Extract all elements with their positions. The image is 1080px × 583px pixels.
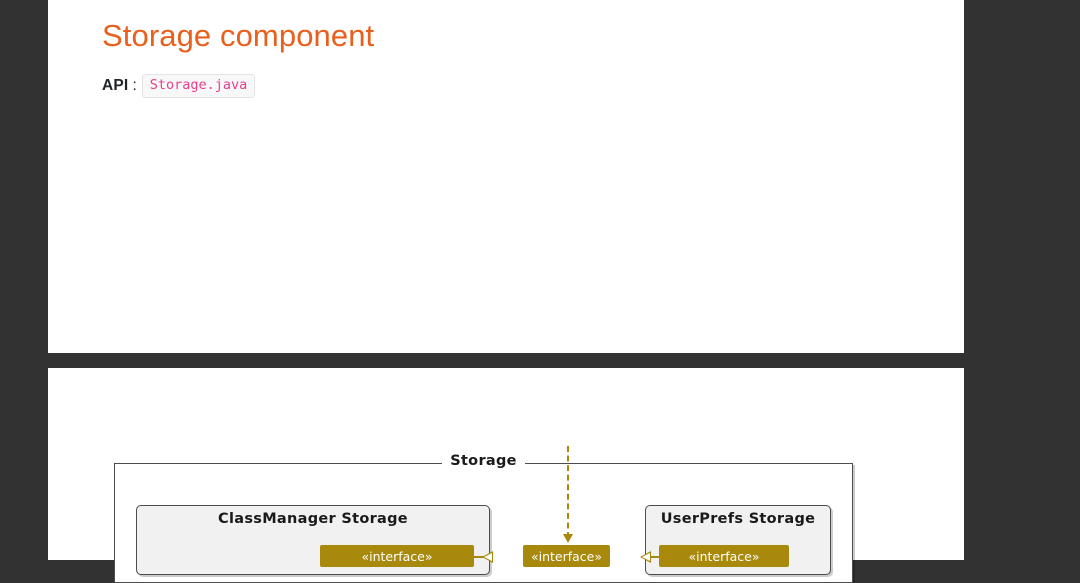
storage-container-title: Storage bbox=[115, 453, 852, 469]
api-separator: : bbox=[132, 76, 137, 94]
hollow-arrowhead-icon bbox=[640, 551, 651, 563]
storage-container-title-text: Storage bbox=[442, 453, 525, 469]
api-file-link[interactable]: Storage.java bbox=[141, 74, 256, 98]
realization-connector-userprefs bbox=[649, 556, 661, 558]
arrowhead-icon bbox=[563, 534, 573, 543]
interface-plate-userprefs-storage: «interface» bbox=[659, 545, 789, 567]
component-title-userprefs-storage: UserPrefs Storage bbox=[660, 511, 816, 527]
interface-plate-storage: «interface» bbox=[523, 545, 610, 567]
page-title: Storage component bbox=[102, 18, 375, 53]
component-title-classmanager-storage: ClassManager Storage bbox=[218, 511, 408, 527]
interface-plate-classmanager-storage: «interface» bbox=[320, 545, 474, 567]
dependency-arrow-line bbox=[567, 446, 569, 538]
api-line: API : Storage.java bbox=[102, 74, 256, 98]
dependency-arrow-to-storage-interface bbox=[563, 446, 573, 546]
api-label: API bbox=[102, 76, 129, 94]
realization-connector-classmanager bbox=[474, 556, 484, 558]
document-page-one: Storage component API : Storage.java bbox=[48, 0, 964, 353]
storage-component-diagram: Storage ClassManager Storage UserPrefs S… bbox=[48, 368, 964, 583]
hollow-arrowhead-icon bbox=[482, 551, 493, 563]
document-page-two: Storage ClassManager Storage UserPrefs S… bbox=[48, 368, 964, 583]
